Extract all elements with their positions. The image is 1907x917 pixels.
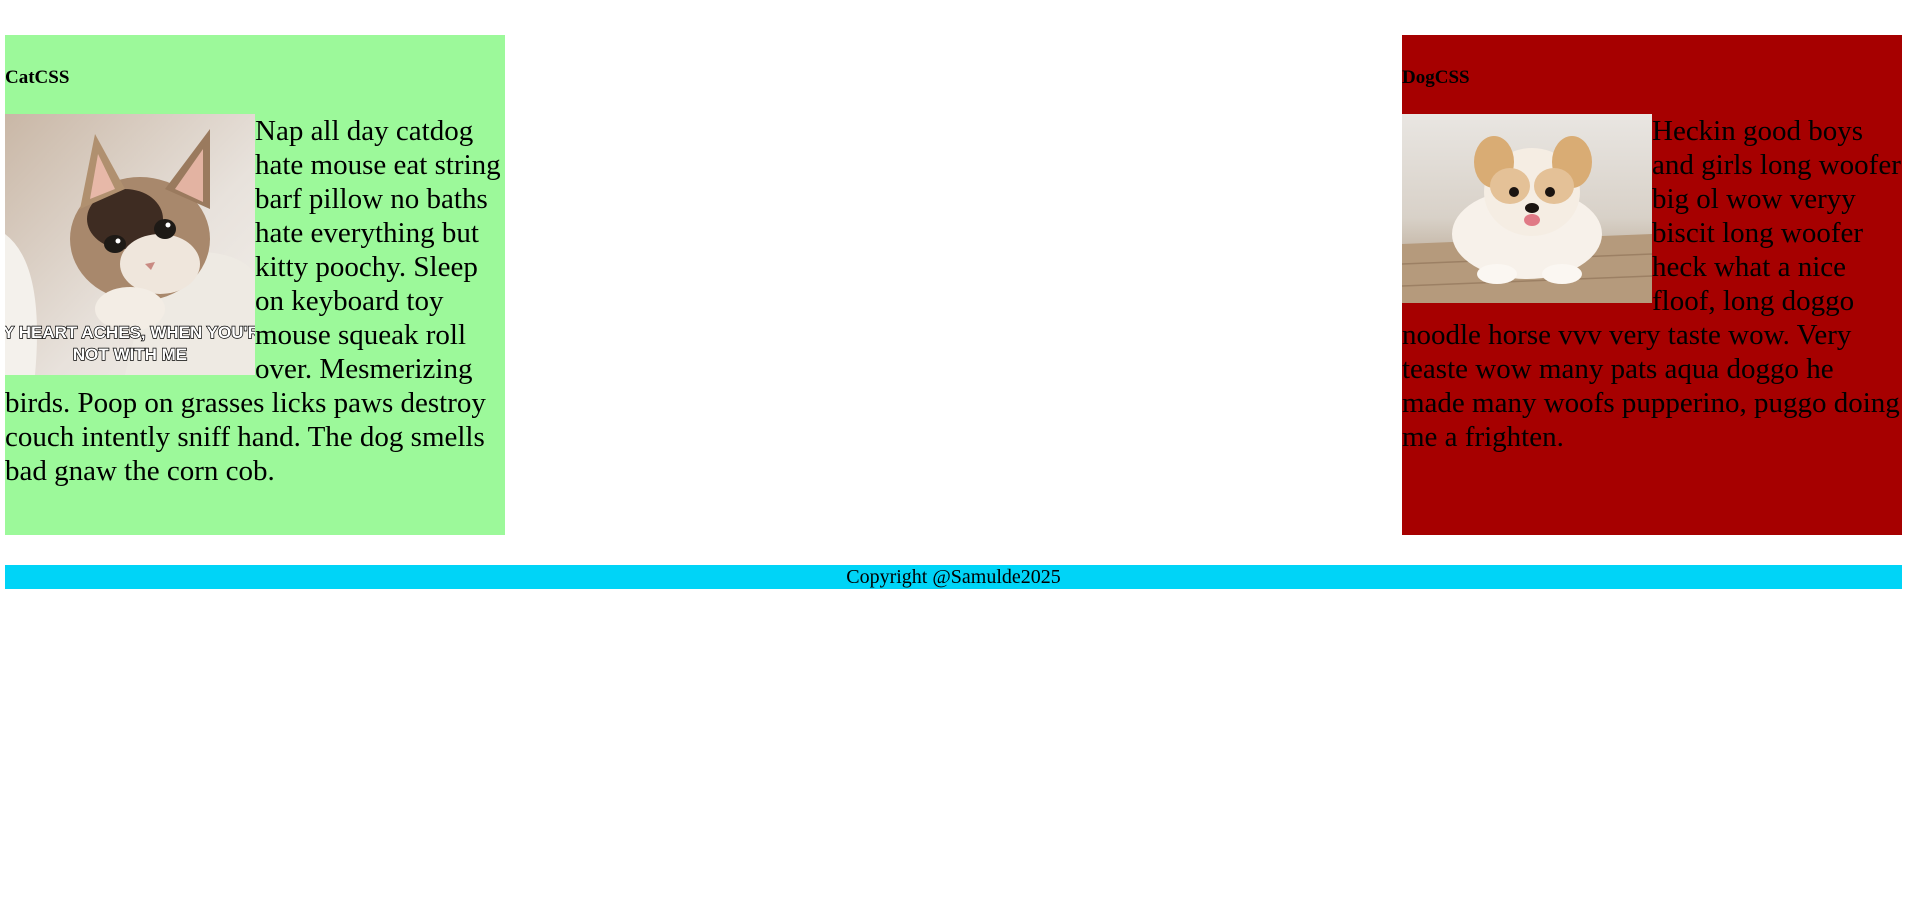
cat-meme-image: MY HEART ACHES, WHEN YOU'RE NOT WITH ME bbox=[5, 113, 255, 375]
puppy-image bbox=[1402, 113, 1652, 303]
dog-panel-text: Heckin good boys and girls long woofer b… bbox=[1402, 114, 1901, 453]
copyright-footer: Copyright @Samulde2025 bbox=[5, 565, 1902, 589]
svg-text:MY HEART ACHES, WHEN YOU'RE: MY HEART ACHES, WHEN YOU'RE bbox=[5, 323, 255, 342]
cat-panel-title: CatCSS bbox=[5, 67, 70, 88]
cat-panel-text: Nap all day catdog hate mouse eat string… bbox=[5, 114, 501, 487]
cat-panel-body: MY HEART ACHES, WHEN YOU'RE NOT WITH ME … bbox=[5, 113, 505, 488]
cat-panel: CatCSS bbox=[5, 35, 505, 535]
dog-panel-body: Heckin good boys and girls long woofer b… bbox=[1402, 113, 1902, 454]
svg-text:NOT WITH ME: NOT WITH ME bbox=[73, 345, 187, 364]
dog-panel-title: DogCSS bbox=[1402, 67, 1470, 88]
dog-panel: DogCSS bbox=[1402, 35, 1902, 535]
copyright-text: Copyright @Samulde2025 bbox=[846, 566, 1061, 588]
